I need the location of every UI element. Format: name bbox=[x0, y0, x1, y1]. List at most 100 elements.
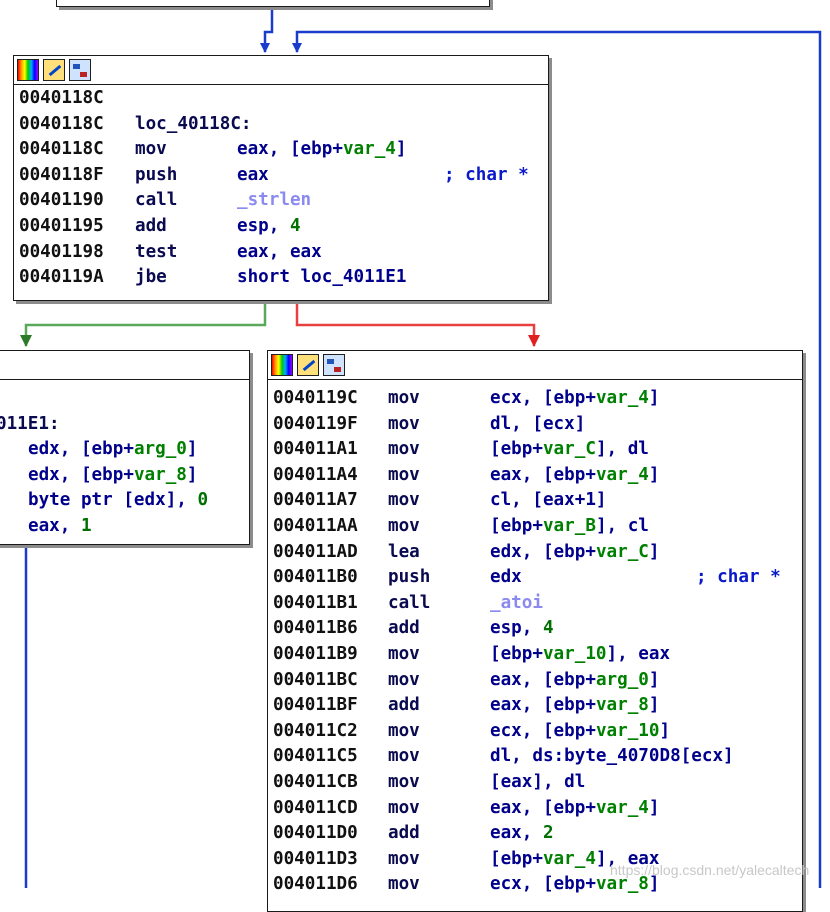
color-palette-icon[interactable] bbox=[271, 354, 293, 376]
asm-line[interactable]: eax, 1 bbox=[0, 514, 249, 540]
asm-mnem[interactable]: 011E1: bbox=[0, 413, 60, 434]
asm-ops[interactable]: cl, [eax+1] bbox=[490, 490, 607, 511]
asm-mnem[interactable]: mov bbox=[388, 643, 420, 664]
asm-mnem[interactable]: add bbox=[135, 215, 167, 236]
asm-ops[interactable]: eax, [ebp+var_4] bbox=[490, 464, 660, 485]
asm-ops[interactable]: eax, eax bbox=[237, 241, 322, 262]
asm-line[interactable]: byte ptr [edx], 0 bbox=[0, 488, 249, 514]
asm-mnem[interactable]: push bbox=[388, 567, 431, 588]
asm-ops[interactable]: [ebp+var_B], cl bbox=[490, 515, 649, 536]
asm-mnem[interactable]: call bbox=[135, 190, 178, 211]
asm-mnem[interactable]: mov bbox=[388, 669, 420, 690]
asm-mnem[interactable]: mov bbox=[388, 439, 420, 460]
asm-ops[interactable]: edx bbox=[490, 567, 522, 588]
asm-mnem[interactable]: test bbox=[135, 241, 178, 262]
asm-mnem[interactable]: mov bbox=[388, 720, 420, 741]
edit-pencil-icon[interactable] bbox=[43, 59, 65, 81]
asm-ops[interactable]: eax, [ebp+arg_0] bbox=[490, 669, 660, 690]
asm-ops[interactable]: [ebp+var_10], eax bbox=[490, 643, 671, 664]
prev-block[interactable] bbox=[56, 0, 490, 7]
asm-mnem[interactable]: jbe bbox=[135, 267, 167, 288]
asm-mnem[interactable]: add bbox=[388, 695, 420, 716]
asm-ops[interactable]: eax, [ebp+var_8] bbox=[490, 695, 660, 716]
asm-ops[interactable]: byte ptr [edx], 0 bbox=[28, 490, 209, 511]
asm-mnem[interactable]: mov bbox=[388, 490, 420, 511]
asm-mnem[interactable]: loc_40118C: bbox=[135, 113, 252, 134]
graph-layout-icon[interactable] bbox=[323, 354, 345, 376]
asm-mnem[interactable]: mov bbox=[388, 746, 420, 767]
asm-mnem[interactable]: mov bbox=[388, 874, 420, 895]
asm-mnem[interactable]: mov bbox=[388, 413, 420, 434]
block-loc-4011E1[interactable]: 011E1: edx, [ebp+arg_0] edx, [ebp+var_8]by… bbox=[0, 350, 250, 545]
asm-mnem[interactable]: add bbox=[388, 823, 420, 844]
asm-ops[interactable]: eax, [ebp+var_4] bbox=[490, 797, 660, 818]
asm-ops[interactable]: edx, [ebp+arg_0] bbox=[28, 439, 198, 460]
asm-mnem[interactable]: mov bbox=[388, 464, 420, 485]
asm-mnem[interactable]: mov bbox=[388, 388, 420, 408]
asm-mnem[interactable]: mov bbox=[388, 515, 420, 536]
asm-ops[interactable]: eax, 2 bbox=[490, 823, 554, 844]
asm-ops[interactable]: [ebp+var_C], dl bbox=[490, 439, 649, 460]
asm-mnem[interactable]: mov bbox=[135, 139, 167, 160]
asm-line[interactable]: 0040118C bbox=[14, 86, 548, 112]
asm-mnem[interactable]: lea bbox=[388, 541, 420, 562]
asm-ops[interactable]: short loc_4011E1 bbox=[237, 267, 407, 288]
asm-ops[interactable]: dl, ds:byte_4070D8[ecx] bbox=[490, 746, 734, 767]
asm-ops[interactable]: [eax], dl bbox=[490, 771, 586, 792]
asm-ops[interactable]: eax, [ebp+var_4] bbox=[237, 139, 407, 160]
asm-ops[interactable]: [ebp+var_4], eax bbox=[490, 848, 660, 869]
asm-ops[interactable]: eax, 1 bbox=[28, 515, 92, 536]
asm-line[interactable] bbox=[0, 386, 249, 412]
asm-ops[interactable]: esp, 4 bbox=[490, 618, 554, 639]
asm-ops[interactable]: _atoi bbox=[490, 592, 543, 613]
asm-line[interactable]: edx, [ebp+var_8] bbox=[0, 463, 249, 489]
asm-mnem[interactable]: mov bbox=[388, 848, 420, 869]
asm-ops[interactable]: eax bbox=[237, 164, 269, 185]
asm-ops[interactable]: esp, 4 bbox=[237, 215, 301, 236]
asm-ops[interactable]: edx, [ebp+var_8] bbox=[28, 464, 198, 485]
asm-ops[interactable]: _strlen bbox=[237, 190, 312, 211]
asm-ops[interactable]: ecx, [ebp+var_10] bbox=[490, 720, 671, 741]
asm-mnem[interactable]: call bbox=[388, 592, 431, 613]
asm-ops[interactable]: ecx, [ebp+var_4] bbox=[490, 388, 660, 408]
asm-ops[interactable]: dl, [ecx] bbox=[490, 413, 586, 434]
asm-mnem[interactable]: mov bbox=[388, 797, 420, 818]
asm-line[interactable]: 011E1: bbox=[0, 412, 249, 438]
asm-mnem[interactable]: push bbox=[135, 164, 178, 185]
asm-mnem[interactable]: add bbox=[388, 618, 420, 639]
color-palette-icon[interactable] bbox=[17, 59, 39, 81]
asm-mnem[interactable]: mov bbox=[388, 771, 420, 792]
asm-ops[interactable]: edx, [ebp+var_C] bbox=[490, 541, 660, 562]
edit-pencil-icon[interactable] bbox=[297, 354, 319, 376]
graph-layout-icon[interactable] bbox=[69, 59, 91, 81]
asm-line[interactable]: edx, [ebp+arg_0] bbox=[0, 437, 249, 463]
